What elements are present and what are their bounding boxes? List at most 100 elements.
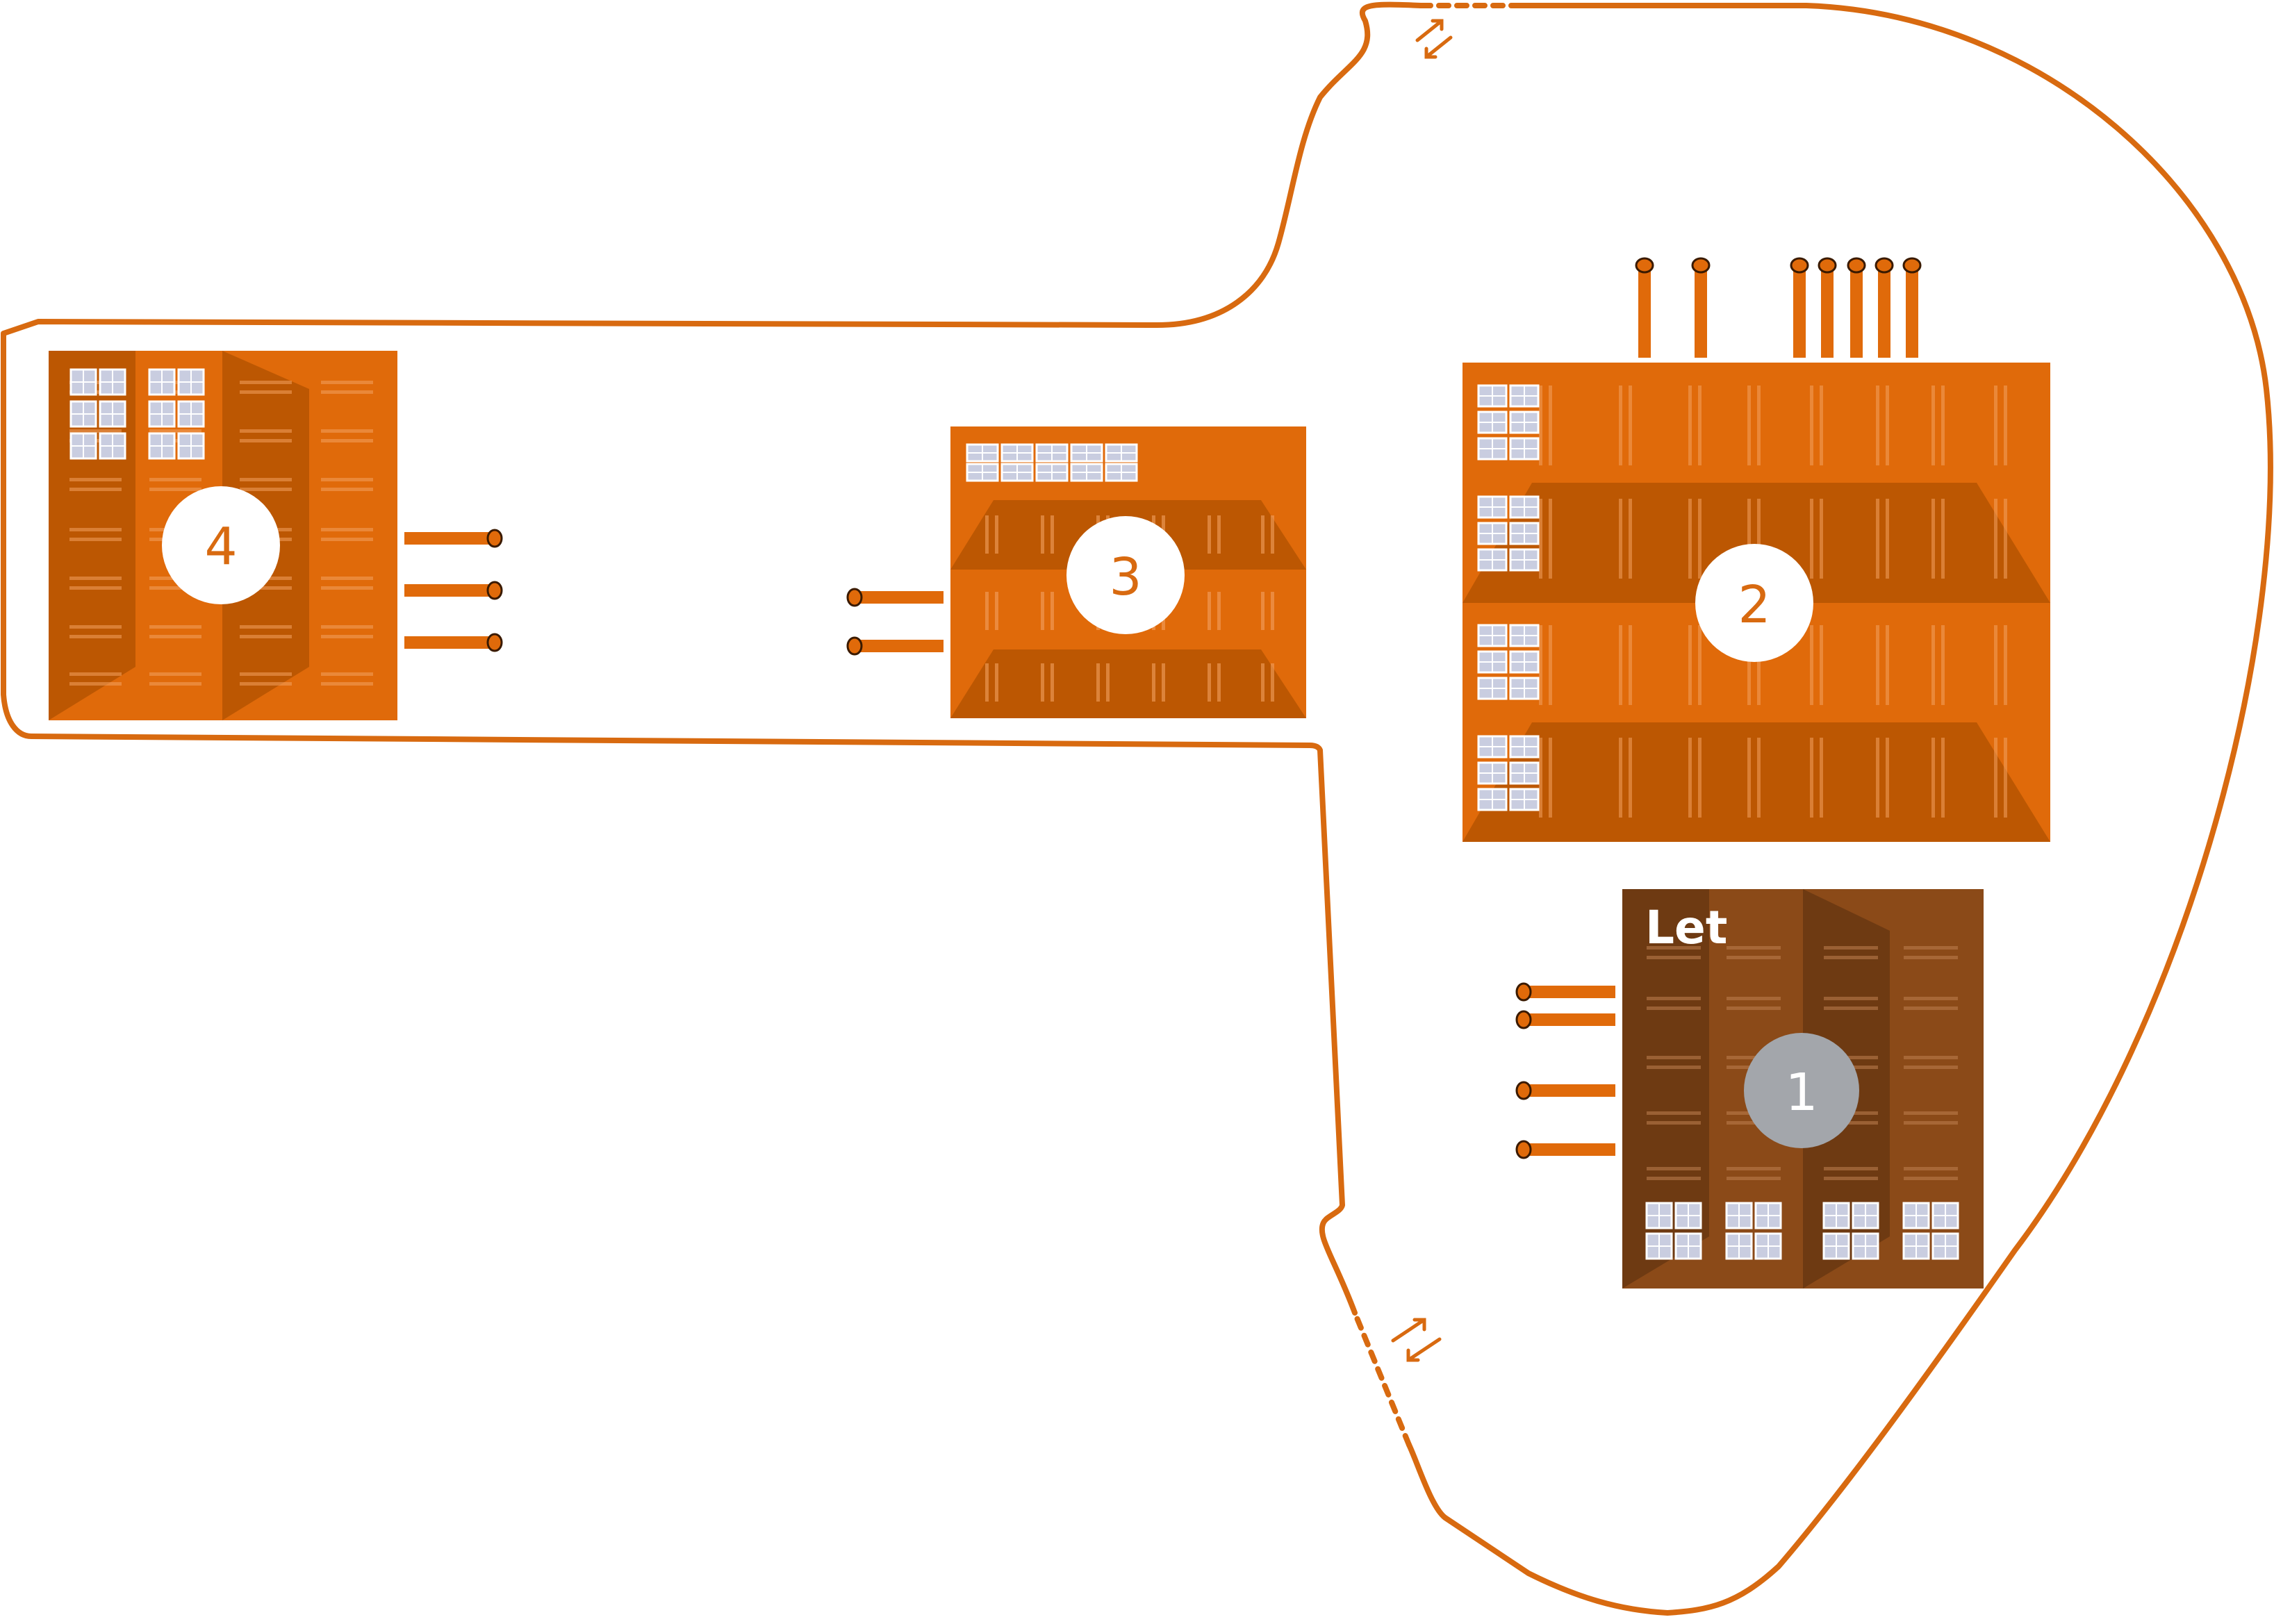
roof-stripe xyxy=(69,635,122,638)
roof-stripe xyxy=(985,515,989,554)
roof-stripe xyxy=(1876,738,1879,818)
roof-stripe xyxy=(1549,738,1552,818)
facility-4[interactable]: 4 xyxy=(49,351,503,720)
roof-stripe xyxy=(1647,1006,1701,1010)
roof-stripe xyxy=(1747,499,1751,579)
roof-stripe xyxy=(1886,499,1889,579)
roof-stripe xyxy=(1647,1111,1701,1115)
roof-stripe xyxy=(240,439,292,442)
roof-stripe xyxy=(321,488,373,491)
roof-stripe xyxy=(1217,592,1221,630)
roof-stripe xyxy=(1876,386,1879,465)
roof-stripe xyxy=(149,682,201,686)
pipe xyxy=(1850,265,1863,358)
roof-stripe xyxy=(1208,592,1211,630)
roof-stripe xyxy=(1261,515,1264,554)
roof-stripe xyxy=(1824,1006,1878,1010)
roof-stripe xyxy=(1757,386,1761,465)
roof-stripe xyxy=(1904,1167,1958,1170)
roof-stripe xyxy=(1688,625,1692,705)
roof-stripe xyxy=(1876,499,1879,579)
roof-stripe xyxy=(321,625,373,629)
roof-stripe xyxy=(1261,592,1264,630)
roof-stripe xyxy=(1757,625,1761,705)
roof-stripe xyxy=(1904,997,1958,1000)
roof-stripe xyxy=(1820,625,1823,705)
roof-stripe xyxy=(1931,499,1935,579)
roof-stripe xyxy=(1051,663,1054,702)
roof-stripe xyxy=(1747,386,1751,465)
roof-stripe xyxy=(1539,386,1542,465)
roof-stripe xyxy=(1727,997,1781,1000)
roof-stripe xyxy=(321,478,373,481)
pipe xyxy=(404,636,495,649)
roof-stripe xyxy=(1904,956,1958,959)
roof-stripe xyxy=(1051,515,1054,554)
roof-stripe xyxy=(1619,738,1622,818)
roof-stripe xyxy=(1886,738,1889,818)
pipe-cap xyxy=(1515,982,1532,1002)
facility-2[interactable]: 2 xyxy=(1463,257,2050,842)
roof-stripe xyxy=(69,682,122,686)
roof-stripe xyxy=(1698,386,1702,465)
roof-stripe xyxy=(2004,499,2007,579)
roof-stripe xyxy=(1549,625,1552,705)
roof-stripe xyxy=(1820,386,1823,465)
roof-stripe xyxy=(1647,1066,1701,1069)
facility-number: 2 xyxy=(1738,575,1770,635)
roof-stripe xyxy=(1931,386,1935,465)
roof-stripe xyxy=(1931,625,1935,705)
pipe xyxy=(855,591,944,604)
roof-stripe xyxy=(1747,625,1751,705)
pipe-cap xyxy=(846,588,863,607)
roof-stripe xyxy=(240,682,292,686)
roof-stripe xyxy=(1824,1056,1878,1059)
roof-stripe xyxy=(240,381,292,384)
roof-stripe xyxy=(1698,625,1702,705)
facility-badge xyxy=(162,486,280,604)
roof-stripe xyxy=(1647,1177,1701,1180)
roof-stripe xyxy=(1727,1006,1781,1010)
roof-stripe xyxy=(1904,1066,1958,1069)
gate-south xyxy=(1391,1318,1442,1362)
roof-stripe xyxy=(1549,499,1552,579)
roof-stripe xyxy=(149,429,201,433)
roof-stripe xyxy=(1757,738,1761,818)
roof-stripe xyxy=(1824,1167,1878,1170)
roof-stripe xyxy=(1271,515,1274,554)
roof-stripe xyxy=(995,663,998,702)
roof-stripe xyxy=(1876,625,1879,705)
facility-1[interactable]: Let 1 xyxy=(1515,889,1984,1289)
pipe-cap xyxy=(1691,257,1711,274)
roof-stripe xyxy=(1810,625,1813,705)
roof-stripe xyxy=(149,672,201,676)
facility-3[interactable]: 3 xyxy=(846,426,1306,718)
pipe xyxy=(1695,265,1707,358)
roof-stripe xyxy=(321,538,373,541)
roof-stripe xyxy=(1994,499,1997,579)
roof-stripe xyxy=(240,635,292,638)
pipe-cap xyxy=(1902,257,1922,274)
roof-stripe xyxy=(1727,956,1781,959)
roof-stripe xyxy=(1629,499,1632,579)
roof-stripe xyxy=(69,538,122,541)
pipe-cap xyxy=(486,581,503,600)
pipe xyxy=(1638,265,1651,358)
pipe-cap xyxy=(1515,1140,1532,1159)
roof-stripe xyxy=(1549,386,1552,465)
roof-stripe xyxy=(1096,663,1100,702)
roof-stripe xyxy=(1904,1177,1958,1180)
roof-stripe xyxy=(321,672,373,676)
pipe xyxy=(1524,1143,1615,1156)
roof-stripe xyxy=(1727,1056,1781,1059)
roof-stripe xyxy=(240,488,292,491)
roof-stripe xyxy=(1698,499,1702,579)
roof-stripe xyxy=(69,577,122,580)
roof-stripe xyxy=(149,586,201,590)
roof-stripe xyxy=(2004,386,2007,465)
roof-stripe xyxy=(1824,1177,1878,1180)
roof-stripe xyxy=(321,439,373,442)
pipe-cap xyxy=(1515,1081,1532,1100)
roof-stripe xyxy=(2004,625,2007,705)
